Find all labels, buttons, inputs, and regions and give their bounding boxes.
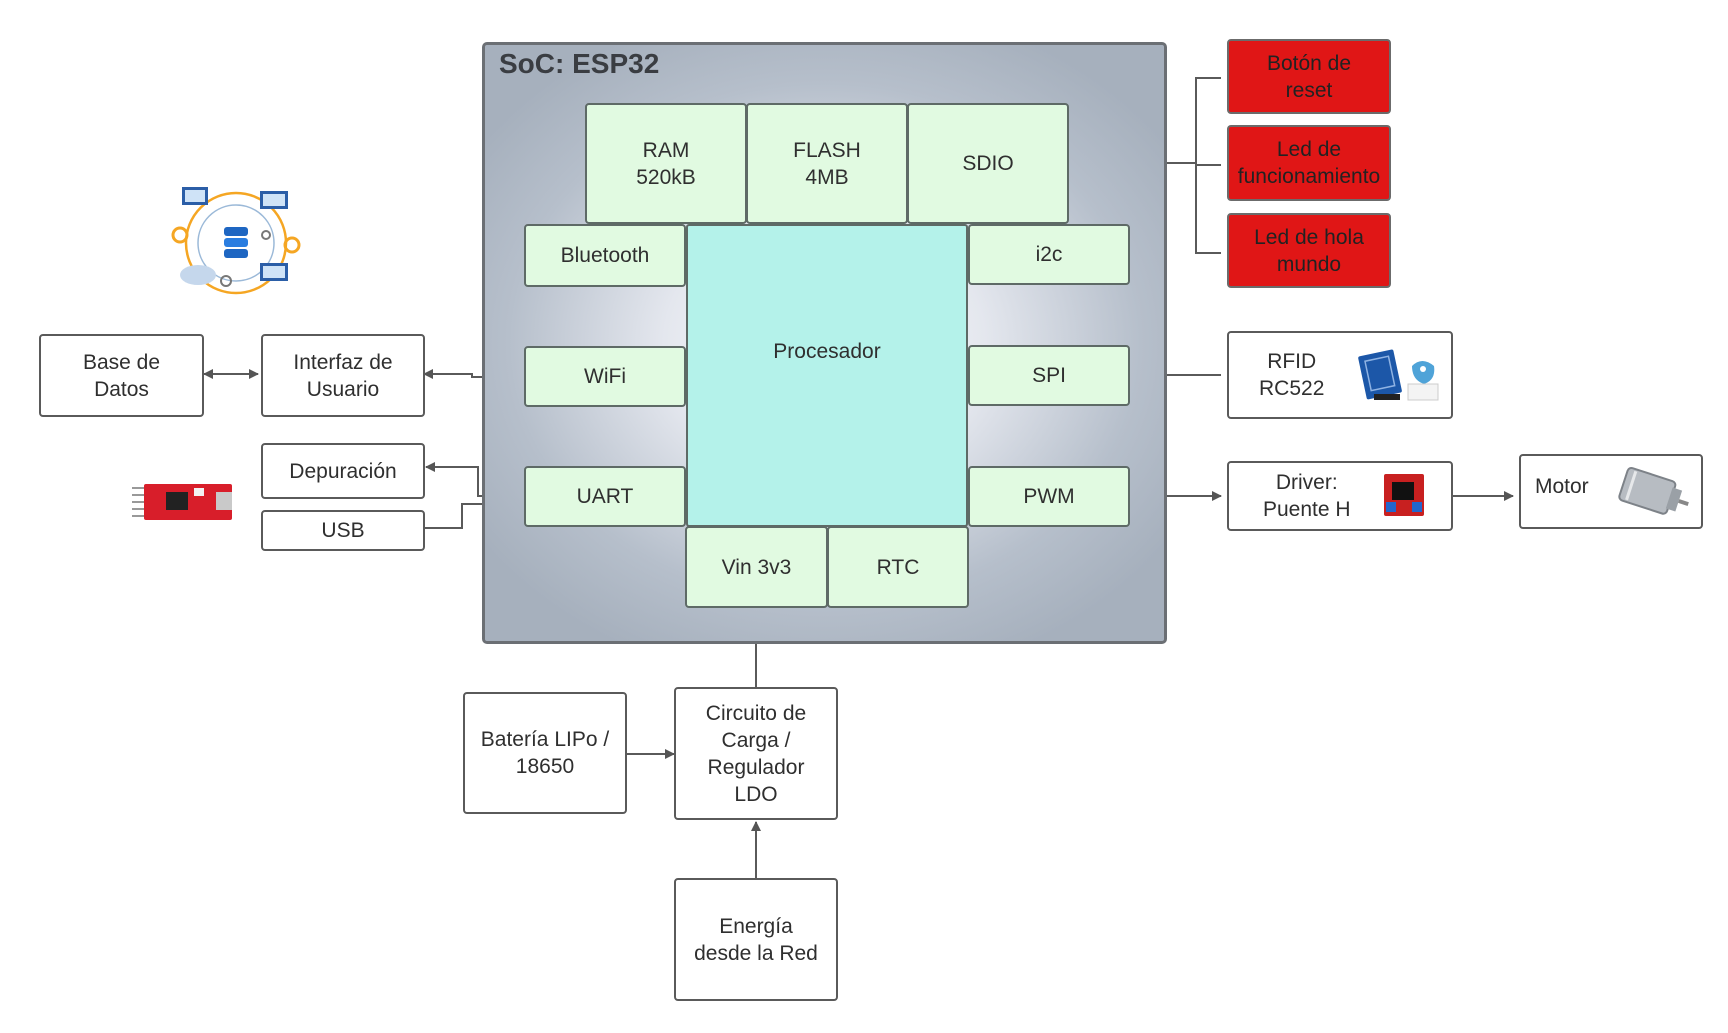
uart-module[interactable]: UART <box>524 466 686 527</box>
pwm-module[interactable]: PWM <box>968 466 1130 527</box>
user-interface-label: Interfaz de Usuario <box>293 350 393 401</box>
spi-module[interactable]: SPI <box>968 345 1130 406</box>
debug-box[interactable]: Depuración <box>261 443 425 499</box>
usb-label: USB <box>321 519 365 542</box>
reset-label: Botón de reset <box>1266 51 1352 102</box>
ram-label: RAM 520kB <box>636 138 696 189</box>
reset-button-box[interactable]: Botón de reset <box>1227 39 1391 114</box>
processor-label: Procesador <box>773 340 881 363</box>
charger-label: Circuito de Carga / Regulador LDO <box>705 701 807 806</box>
grid-power-box[interactable]: Energía desde la Red <box>674 878 838 1001</box>
rfid-module-icon <box>1358 349 1439 401</box>
status-led-box[interactable]: Led de funcionamiento <box>1227 125 1391 201</box>
database-label: Base de Datos <box>82 350 161 401</box>
h-bridge-board-icon <box>1384 474 1424 516</box>
battery-label: Batería LIPo / 18650 <box>480 728 610 778</box>
soc-title: SoC: ESP32 <box>499 48 660 79</box>
driver-label: Driver: Puente H <box>1263 471 1351 521</box>
rfid-box[interactable]: RFID RC522 <box>1227 331 1453 419</box>
i2c-module[interactable]: i2c <box>968 224 1130 285</box>
ram-module[interactable]: RAM 520kB <box>585 103 747 224</box>
network-cloud-icon <box>171 187 301 295</box>
processor-block[interactable]: Procesador <box>686 224 968 527</box>
usb-box[interactable]: USB <box>261 510 425 551</box>
hello-led-label: Led de hola mundo <box>1254 225 1364 276</box>
debug-label: Depuración <box>289 459 397 483</box>
vin-label: Vin 3v3 <box>721 555 792 579</box>
pwm-label: PWM <box>1023 485 1075 508</box>
bluetooth-label: Bluetooth <box>560 244 650 267</box>
flash-label: FLASH 4MB <box>793 138 861 189</box>
database-box[interactable]: Base de Datos <box>39 334 204 417</box>
wifi-label: WiFi <box>584 365 626 388</box>
sdio-module[interactable]: SDIO <box>907 103 1069 224</box>
sdio-label: SDIO <box>962 152 1014 175</box>
battery-box[interactable]: Batería LIPo / 18650 <box>463 692 627 814</box>
user-interface-box[interactable]: Interfaz de Usuario <box>261 334 425 417</box>
rtc-label: RTC <box>876 555 920 579</box>
dc-motor-icon <box>1618 466 1689 515</box>
uart-label: UART <box>576 485 634 508</box>
usb-serial-board-icon <box>132 484 232 520</box>
status-led-label: Led de funcionamiento <box>1237 138 1381 188</box>
rtc-module[interactable]: RTC <box>827 526 969 608</box>
rfid-label: RFID RC522 <box>1259 350 1325 400</box>
charger-regulator-box[interactable]: Circuito de Carga / Regulador LDO <box>674 687 838 820</box>
spi-label: SPI <box>1032 364 1066 387</box>
wifi-module[interactable]: WiFi <box>524 346 686 407</box>
vin-3v3-module[interactable]: Vin 3v3 <box>685 526 828 608</box>
flash-module[interactable]: FLASH 4MB <box>746 103 908 224</box>
i2c-label: i2c <box>1035 243 1063 266</box>
grid-power-label: Energía desde la Red <box>694 914 818 965</box>
motor-label: Motor <box>1535 475 1589 498</box>
hello-led-box[interactable]: Led de hola mundo <box>1227 213 1391 288</box>
bluetooth-module[interactable]: Bluetooth <box>524 224 686 287</box>
